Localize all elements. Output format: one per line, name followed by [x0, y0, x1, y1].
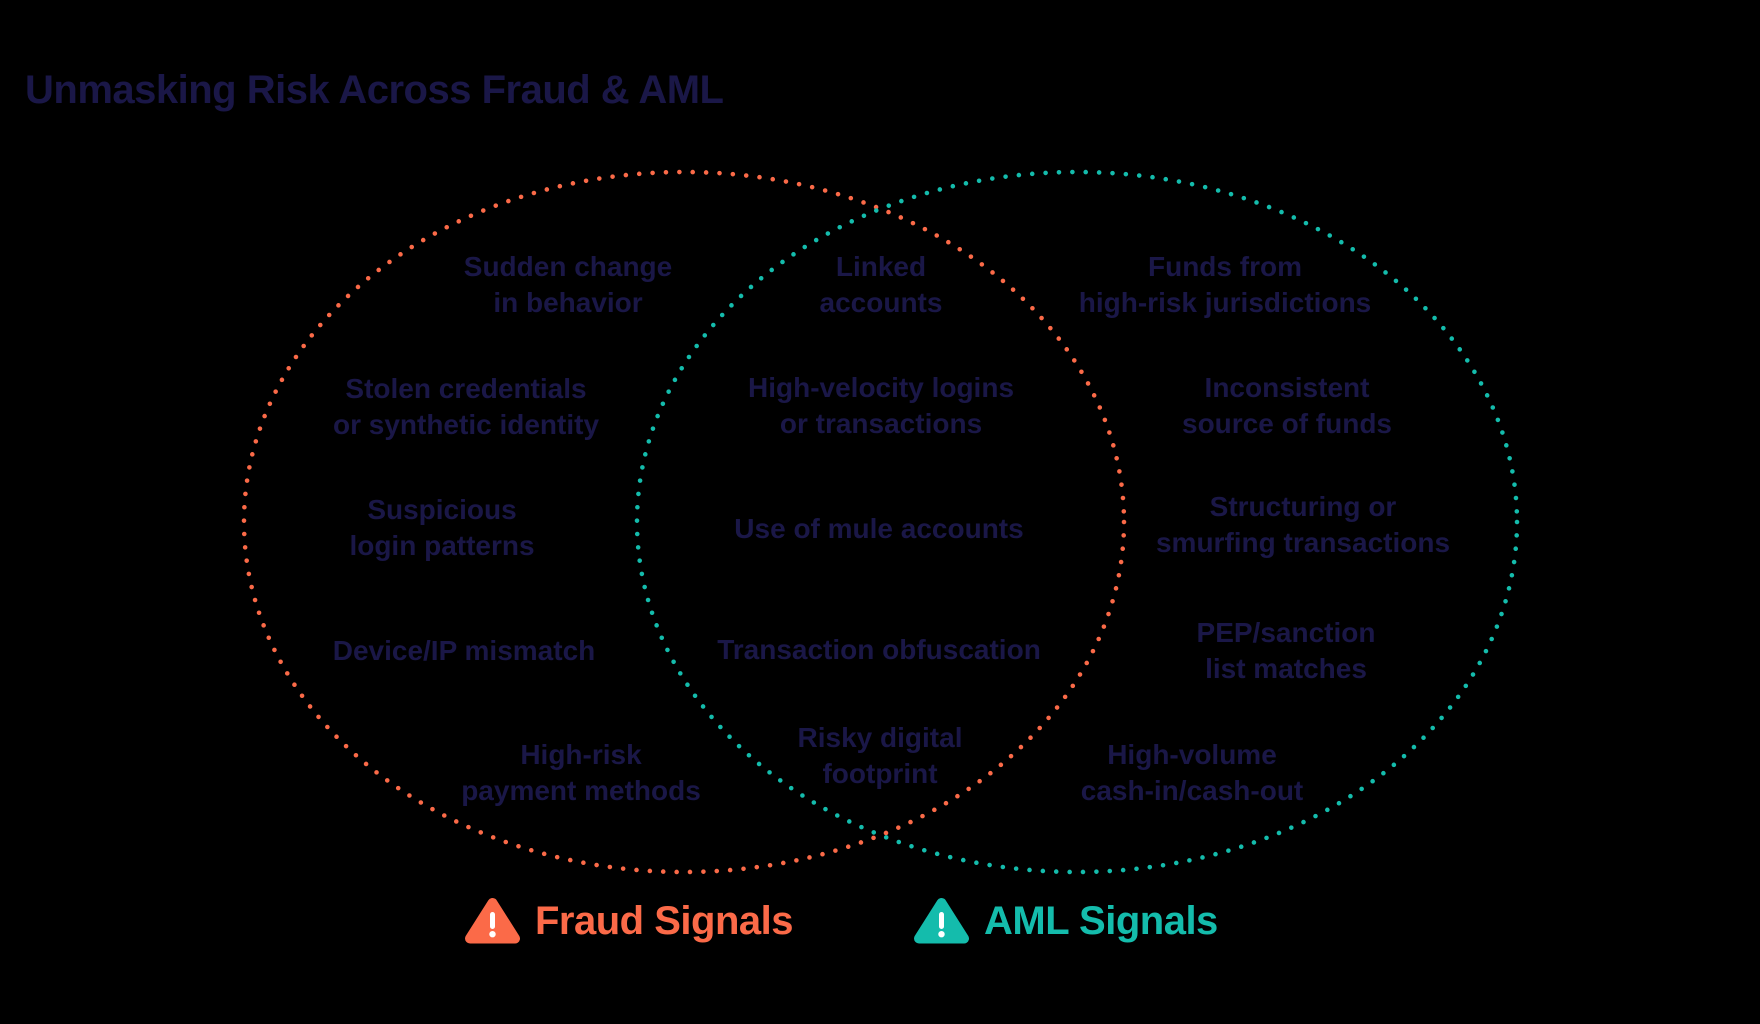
overlap-signal-linked-accounts: Linked accounts	[819, 251, 943, 318]
aml-signal-pep-sanction: PEP/sanction list matches	[1196, 617, 1376, 684]
aml-signal-structuring: Structuring or smurfing transactions	[1155, 491, 1451, 558]
aml-warning-triangle-icon	[914, 898, 969, 944]
fraud-signal-sudden-change: Sudden change in behavior	[463, 251, 673, 318]
overlap-signal-transaction-obfuscation: Transaction obfuscation	[717, 634, 1041, 666]
aml-signal-high-risk-jurisdictions: Funds from high-risk jurisdictions	[1078, 251, 1372, 318]
fraud-legend-label: Fraud Signals	[535, 899, 794, 943]
aml-legend-label: AML Signals	[984, 899, 1218, 943]
overlap-signal-mule-accounts: Use of mule accounts	[734, 513, 1024, 545]
fraud-circle-outline	[241, 169, 1127, 875]
diagram-title: Unmasking Risk Across Fraud & AML	[25, 68, 724, 112]
aml-signal-source-of-funds: Inconsistent source of funds	[1181, 372, 1393, 439]
fraud-signal-stolen-credentials: Stolen credentials or synthetic identity	[332, 373, 600, 440]
overlap-signal-high-velocity: High-velocity logins or transactions	[747, 372, 1015, 439]
aml-signal-cash-in-out: High-volume cash-in/cash-out	[1080, 739, 1304, 806]
fraud-signal-payment-methods: High-risk payment methods	[461, 739, 701, 806]
legend-aml: AML Signals	[913, 893, 1218, 949]
legend-fraud: Fraud Signals	[464, 893, 794, 949]
aml-circle-outline	[634, 169, 1520, 875]
fraud-signal-login-patterns: Suspicious login patterns	[349, 494, 535, 561]
overlap-signal-risky-footprint: Risky digital footprint	[797, 722, 963, 789]
fraud-warning-triangle-icon	[465, 898, 520, 944]
fraud-signal-device-ip-mismatch: Device/IP mismatch	[332, 635, 596, 667]
